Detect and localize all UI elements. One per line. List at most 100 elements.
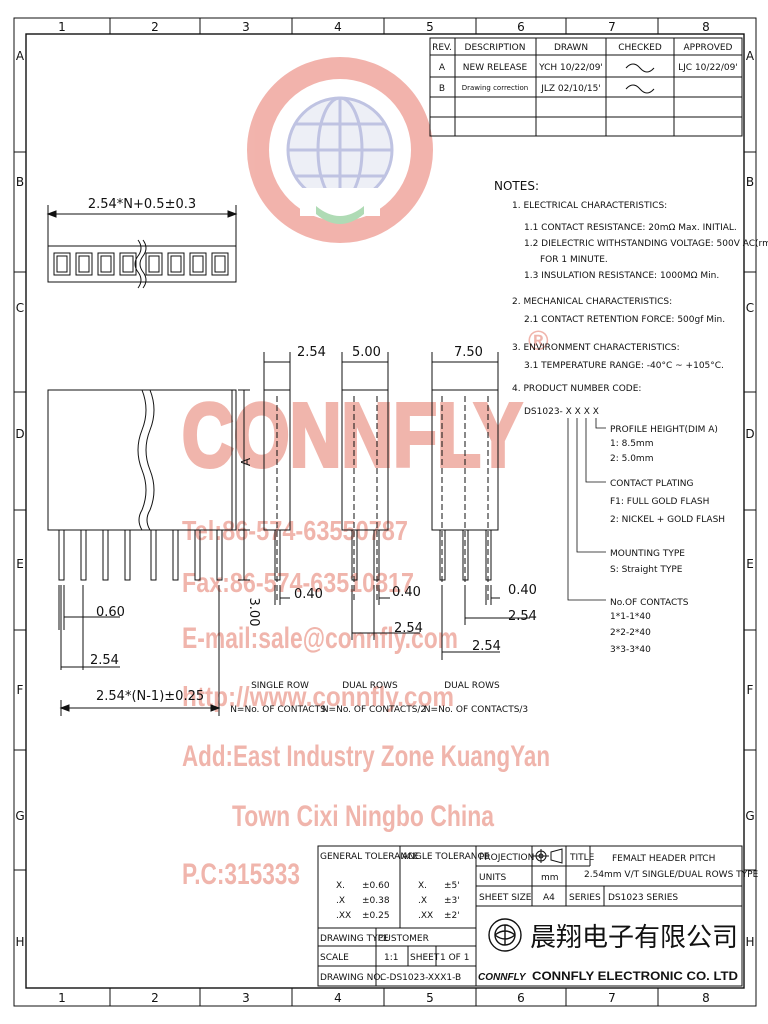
watermark-reg: ® (528, 325, 549, 356)
front-pins (58, 529, 223, 581)
code-group-item: 2: 5.0mm (610, 454, 653, 464)
projection-symbol-icon (533, 848, 563, 864)
side-view-triple (431, 352, 530, 660)
dim-pin-width: 0.60 (96, 605, 125, 620)
code-group-item: S: Straight TYPE (610, 565, 683, 575)
sheet-size-label: SHEET SIZE (479, 893, 532, 903)
revision-table (429, 37, 743, 137)
card: A 3.00 0.60 2.54 2.54*(N-1)±0.25 (47, 389, 261, 716)
side-view-dual (341, 352, 420, 640)
rev-header: DESCRIPTION (465, 43, 526, 53)
rev-cell: NEW RELEASE (463, 63, 528, 73)
dim-total: 2.54*(N-1)±0.25 (96, 689, 204, 704)
card: 2.54*N+0.5±0.3 (46, 197, 238, 289)
front-view (47, 389, 250, 716)
rev-header: REV. (432, 43, 452, 53)
gen-tol-val: ±0.60 (362, 881, 390, 891)
ang-tol-key: .X (418, 896, 427, 906)
view-title: DUAL ROWS (444, 681, 500, 691)
watermark-line-5: Add:East Industry Zone KuangYan (182, 740, 550, 773)
view-sub: N=No. OF CONTACTS/3 (424, 705, 528, 715)
rev-cell: Drawing correction (462, 84, 529, 92)
code-group-title: MOUNTING TYPE (610, 549, 685, 559)
row-label: B (16, 175, 24, 189)
gen-tol-key: X. (336, 881, 345, 891)
notes-heading: NOTES: (494, 179, 539, 193)
checked-signature (625, 63, 655, 73)
watermark-line-3: E-mail:sale@connfly.com (182, 622, 458, 655)
ang-tol-label: ANGLE TOLERANCE (402, 852, 490, 862)
dim-pitch3a: 2.54 (508, 609, 537, 624)
series-label: SERIES (569, 893, 601, 903)
dim-a-label: A (239, 457, 253, 466)
row-label: E (16, 557, 24, 571)
row-label: D (15, 427, 24, 441)
watermark-brand: CONNFLY (182, 386, 522, 486)
ang-tol-key: .XX (418, 911, 433, 921)
row-label: G (745, 809, 754, 823)
row-label: H (15, 935, 24, 949)
sheet-size-value: A4 (543, 893, 555, 903)
gen-tol-key: .XX (336, 911, 351, 921)
view-sub: N=No. OF CONTACTS/2 (322, 705, 426, 715)
code-group-item: F1: FULL GOLD FLASH (610, 497, 709, 507)
row-label: A (746, 49, 755, 63)
ang-tol-key: X. (418, 881, 427, 891)
view-title: DUAL ROWS (342, 681, 398, 691)
col-label: 4 (334, 20, 342, 34)
view-title: SINGLE ROW (251, 681, 309, 691)
dim-pitch2: 2.54 (394, 621, 423, 636)
rev-header: DRAWN (554, 43, 588, 53)
note-line: 1. ELECTRICAL CHARACTERISTICS: (512, 201, 667, 211)
rev-cell: JLZ 02/10/15' (540, 84, 601, 94)
note-line: 4. PRODUCT NUMBER CODE: (512, 384, 641, 394)
watermark-line-7: P.C:315333 (182, 858, 300, 891)
drawing-no-value: C-DS1023-XXX1-B (380, 973, 461, 983)
view-sub: N=No. OF CONTACTS (230, 705, 326, 715)
code-group-item: 2: NICKEL + GOLD FLASH (610, 515, 725, 525)
code-group-item: 3*3-3*40 (610, 645, 651, 655)
dim-pin-04: 0.40 (294, 587, 323, 602)
note-line: 2.1 CONTACT RETENTION FORCE: 500gf Min. (524, 315, 725, 325)
rev-cell: A (439, 63, 446, 73)
row-label: F (747, 683, 754, 697)
col-label: 5 (426, 991, 434, 1005)
checked-signature (625, 84, 655, 94)
scale-value: 1:1 (384, 953, 398, 963)
watermark-line-6: Town Cixi Ningbo China (232, 800, 494, 833)
ang-tol-val: ±5' (444, 881, 460, 891)
title-block-grid (317, 845, 743, 987)
col-label: 5 (426, 20, 434, 34)
watermark: CONNFLY ® Tel:86-574-63550787 Fax:86-574… (180, 57, 550, 891)
company-name-en: CONNFLY ELECTRONIC CO. LTD (532, 969, 738, 983)
row-label: C (746, 301, 754, 315)
note-line: 3. ENVIRONMENT CHARACTERISTICS: (512, 343, 680, 353)
border-labels: 1 2 3 4 5 6 7 8 1 2 3 4 5 6 7 8 A B C D … (15, 20, 755, 1005)
col-label: 3 (242, 20, 250, 34)
note-line: FOR 1 MINUTE. (540, 255, 608, 265)
side-view-single (263, 352, 291, 605)
rev-cell: LJC 10/22/09' (678, 63, 738, 73)
code-group-title: CONTACT PLATING (610, 479, 694, 489)
row-label: A (16, 49, 25, 63)
company-logo-icon (488, 918, 522, 952)
code-group-item: 2*2-2*40 (610, 628, 651, 638)
col-label: 8 (702, 991, 710, 1005)
card: REV. DESCRIPTION DRAWN CHECKED APPROVED … (429, 37, 743, 137)
note-line: 1.1 CONTACT RESISTANCE: 20mΩ Max. INITIA… (524, 223, 737, 233)
company-name-cn: 晨翔电子有限公司 (530, 923, 738, 953)
row-label: B (746, 175, 754, 189)
customer-label: CUSTOMER (378, 934, 429, 944)
dim-tail: 3.00 (246, 598, 261, 627)
gen-tol-label: GENERAL TOLERANCE (320, 852, 419, 862)
ang-tol-val: ±3' (444, 896, 460, 906)
dim-pitch-single: 2.54 (297, 345, 326, 360)
border-frame (13, 17, 757, 1007)
row-label: G (15, 809, 24, 823)
row-label: D (745, 427, 754, 441)
code-group-title: PROFILE HEIGHT(DIM A) (610, 425, 718, 435)
sheet-label: SHEET (410, 953, 440, 963)
scale-label: SCALE (320, 953, 349, 963)
col-label: 2 (151, 20, 159, 34)
